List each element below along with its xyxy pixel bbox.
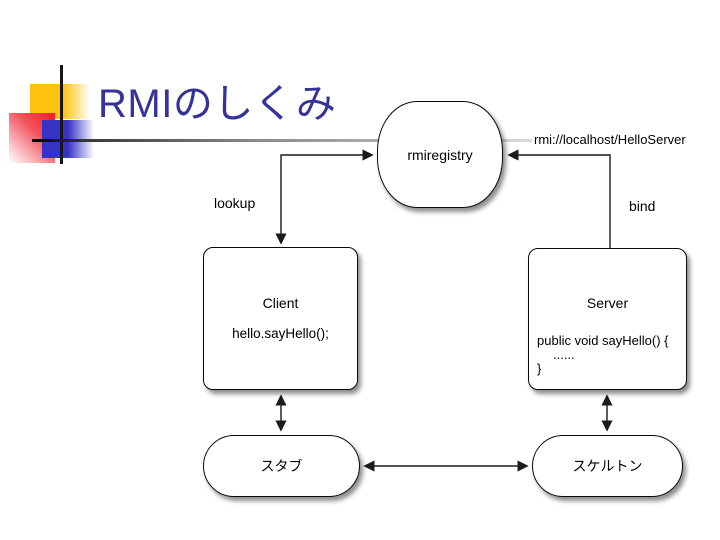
- server-code: public void sayHello() { ...... }: [529, 334, 686, 376]
- slide-title: RMIのしくみ: [98, 82, 337, 126]
- client-code: hello.sayHello();: [232, 326, 329, 341]
- rmiregistry-node: rmiregistry: [377, 101, 503, 208]
- server-node: Server public void sayHello() { ...... }: [528, 248, 687, 390]
- server-code-line-3: }: [537, 361, 542, 376]
- client-title: Client: [262, 295, 299, 311]
- server-title: Server: [586, 295, 629, 311]
- skeleton-node: スケルトン: [532, 435, 683, 497]
- server-code-line-1: public void sayHello() {: [537, 333, 669, 348]
- stub-node: スタブ: [203, 435, 360, 497]
- title-underline-rule: [32, 139, 532, 142]
- rmi-url-label: rmi://localhost/HelloServer: [534, 132, 686, 147]
- rmiregistry-label: rmiregistry: [407, 146, 473, 163]
- skeleton-label: スケルトン: [572, 458, 643, 474]
- stub-label: スタブ: [260, 458, 303, 474]
- lookup-label: lookup: [214, 195, 256, 211]
- client-node: Client hello.sayHello();: [203, 247, 358, 390]
- server-code-line-2: ......: [553, 347, 575, 362]
- bind-label: bind: [629, 198, 656, 214]
- title-ornament-vertical-line: [60, 65, 63, 164]
